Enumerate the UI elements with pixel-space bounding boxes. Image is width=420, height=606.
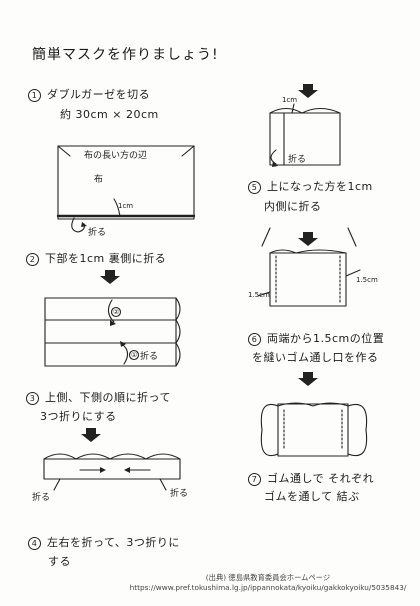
fabric-label: 布 [94, 175, 104, 185]
step-1-text: 1 ダブルガーゼを切る [28, 86, 150, 102]
step-7-line2: ゴムを通して 結ぶ [264, 490, 360, 503]
step-3-text: 3 上側、下側の順に折って [26, 389, 171, 405]
step-7-text: 7 ゴム通しで それぞれ [248, 470, 374, 486]
fold-label-step5: 折る [288, 155, 307, 165]
step-1-size: 約 30cm × 20cm [60, 108, 159, 121]
arrow-down-icon [298, 84, 318, 98]
fold-arrow-1 [107, 299, 115, 323]
step-4-line2: する [48, 555, 71, 568]
finished-mask-diagram [260, 402, 368, 457]
left-ear-loop [260, 403, 279, 457]
step-number: 7 [248, 472, 261, 486]
step-number: 3 [26, 391, 39, 405]
step-4-text: 4 左右を折って、3つ折りに [28, 534, 180, 550]
right-ear-loop [347, 403, 368, 457]
step-line: ダブルガーゼを切る [47, 88, 151, 101]
step-line: 下部を1cm 裏側に折る [45, 252, 167, 265]
circle-2-label: ② [113, 308, 120, 316]
step-line: 左右を折って、3つ折りに [47, 536, 180, 549]
page-title: 簡単マスクを作りましょう! [32, 47, 219, 63]
source-credit: (出典) 徳島県教育委員会ホームページ https://www.pref.tok… [118, 573, 418, 593]
credit-line-1: (出典) 徳島県教育委員会ホームページ [205, 573, 331, 582]
one-cm-pointer [113, 198, 121, 217]
step-6-line2: を縫いゴム通し口を作る [252, 351, 379, 364]
step-6-text: 6 両端から1.5cmの位置 [248, 330, 384, 346]
one-cm-top-label: 1cm [282, 96, 298, 104]
fold-label-right: 折る [170, 489, 189, 499]
fold-label: 折る [88, 228, 107, 238]
rolled-fabric-diagram [269, 103, 341, 167]
step-number: 6 [248, 332, 261, 346]
stitch-lines [275, 255, 341, 304]
fabric-diagram [56, 145, 196, 233]
circle-1-marker [128, 349, 140, 361]
step-number: 4 [28, 536, 41, 550]
one-five-cm-right-label: 1.5cm [356, 276, 378, 284]
fold-label-left: 折る [32, 493, 51, 503]
step-line: ゴム通しで それぞれ [267, 472, 375, 485]
fabric-rect [57, 145, 195, 220]
stitching-diagram [257, 227, 361, 307]
one-five-cm-left-label: 1.5cm [248, 291, 270, 299]
step-line: 上になった方を1cm [267, 180, 373, 193]
trifold-diagram [44, 297, 181, 367]
arrow-down-icon [298, 372, 318, 386]
step-5-text: 5 上になった方を1cm [248, 178, 373, 194]
lr-fold-diagram [43, 453, 181, 491]
step-5-line2: 内側に折る [264, 200, 322, 213]
cut-marks [261, 227, 357, 247]
step-line: 両端から1.5cmの位置 [267, 332, 385, 345]
step-number: 5 [248, 180, 261, 194]
step-number: 1 [28, 88, 41, 102]
arrow-down-icon [81, 428, 101, 442]
fold-arrow [71, 217, 85, 233]
credit-url: https://www.pref.tokushima.lg.jp/ippanno… [129, 583, 407, 592]
fabric-long-side-label: 布の長い方の辺 [84, 151, 148, 161]
step-3-line2: 3つ折りにする [40, 410, 117, 423]
step-number: 2 [26, 252, 39, 266]
fold-label: 折る [140, 352, 159, 362]
step-line: 上側、下側の順に折って [45, 391, 171, 404]
one-cm-label: 1cm [118, 202, 134, 210]
step-2-text: 2 下部を1cm 裏側に折る [26, 250, 166, 266]
fabric-corner-marks [57, 145, 195, 157]
arrow-down-icon [298, 232, 318, 246]
circle-2-marker [110, 306, 122, 318]
arrow-down-icon [100, 270, 120, 284]
circle-1-label: ① [131, 351, 138, 359]
fold-arrow-2 [121, 343, 129, 365]
